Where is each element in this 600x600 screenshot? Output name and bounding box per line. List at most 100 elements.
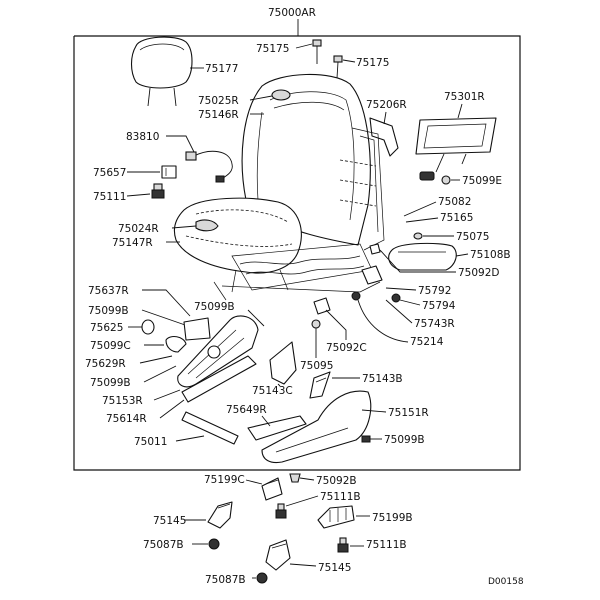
leader-side-151r [361,409,387,413]
screw-099b-d-part [361,435,371,443]
nut-111b-a-part [275,503,287,519]
screw-099e-part [441,175,451,185]
label-cap-075: 75075 [456,231,489,243]
leader-spacer-792 [385,287,417,291]
label-armrest-cover: 75108B [470,249,511,261]
label-cap-145-b: 75145 [318,562,351,574]
label-armrest-tray: 75301R [444,91,485,103]
leader-cap-145-b [289,563,317,567]
leader-bolt-top-left [295,43,313,49]
label-back-frame: 75206R [366,99,407,111]
doc-code: D00158 [488,577,524,587]
leader-nut-794 [399,299,421,306]
leader-bushing-743r [385,299,413,324]
label-screw-099b-b: 75099B [194,301,235,313]
label-link-637r: 75637R [88,285,129,297]
back-frame-part [339,117,399,251]
label-nut-087b-b: 75087B [205,574,246,586]
label-emblem-cushion: 75024R [118,223,159,235]
cover-143b-part [309,371,331,399]
label-cushion-cover: 75147R [112,237,153,249]
leader-bolt-214 [357,299,409,343]
leader-clip-092c [325,309,347,340]
label-nut-794: 75794 [422,300,456,312]
bracket-092d-part [369,243,381,255]
clip-092b-part [289,473,301,483]
nut-087b-a-part [208,538,220,550]
label-cap-145-a: 75145 [153,515,186,527]
leader-clip-092b [299,477,315,481]
label-cap-199b: 75199B [372,512,413,524]
leader-nut-111b-a [285,495,319,507]
spacer-792-part [361,265,383,285]
leader-bolt-top-right [342,59,356,63]
label-headrest: 75177 [205,63,238,75]
leader-screw-099b-b [247,309,265,327]
label-bolt-top-right: 75175 [356,57,389,69]
label-screw-095: 75095 [300,360,333,372]
leader-screw-099b-a [141,309,189,327]
nut-111b-b-part [337,537,349,553]
label-screw-099e: 75099E [462,175,502,187]
label-clip-092b: 75092B [316,475,357,487]
label-nut-111: 75111 [93,191,126,203]
label-nut-087b-a: 75087B [143,539,184,551]
armrest-tray-part [415,117,497,181]
label-clip-092c: 75092C [326,342,367,354]
bolt-top-left-part [312,39,322,64]
leader-armrest-tray [457,103,463,119]
label-bushing-743r: 75743R [414,318,455,330]
leader-link-637r [142,289,191,317]
recliner-mechanism-part [165,315,259,388]
assembly-label: 75000AR [268,7,316,19]
bolt-214-part [351,291,361,301]
leader-trim-011 [175,435,205,442]
label-ring-625: 75625 [90,322,123,334]
leader-harness [166,135,195,153]
label-nut-111b-b: 75111B [366,539,407,551]
label-screw-099b-a: 75099B [88,305,129,317]
label-screw-099b-d: 75099B [384,434,425,446]
leader-garnish-649r [261,415,271,427]
label-clip: 75657 [93,167,126,179]
leader-cover-143c [277,383,281,387]
leader-back-frame [383,111,387,125]
label-cover-143b: 75143B [362,373,403,385]
clip-092c-part [311,297,331,329]
label-harness: 83810 [126,131,159,143]
garnish-649r-part [247,415,307,441]
cap-145-a-part [207,501,233,529]
knob-199c-part [261,477,283,501]
label-screw-099b-c: 75099B [90,377,131,389]
leader-armrest-cover [455,253,469,257]
leader-emblem-back [249,95,273,101]
nut-111-part [151,183,165,199]
side-151r-part [261,390,372,464]
nut-794-part [391,293,401,303]
leader-emblem-cushion [171,225,197,229]
cap-199b-part [317,505,355,529]
seat-cushion-part [173,197,302,293]
label-emblem-back: 75025R [198,95,239,107]
nut-087b-b-part [256,572,268,584]
leader-screw-099b-c [143,365,177,383]
leader-pin-082 [403,201,437,217]
label-spacer-792: 75792 [418,285,451,297]
label-garnish-649r: 75649R [226,404,267,416]
label-pin-082: 75082 [438,196,471,208]
label-side-151r: 75151R [388,407,429,419]
ring-625-part [141,319,155,335]
label-washer-165: 75165 [440,212,473,224]
leader-bracket-092d [379,249,456,273]
label-shield-153r: 75153R [102,395,143,407]
label-cover-143c: 75143C [252,385,293,397]
label-lever-629r: 75629R [85,358,126,370]
leader-washer-165 [405,217,439,223]
leader-shield-614r [159,399,185,419]
side-shield-part [181,355,257,403]
assembly-frame [73,35,521,471]
leader-knob-199c [245,479,263,485]
clip-part [161,165,177,179]
label-shield-614r: 75614R [106,413,147,425]
